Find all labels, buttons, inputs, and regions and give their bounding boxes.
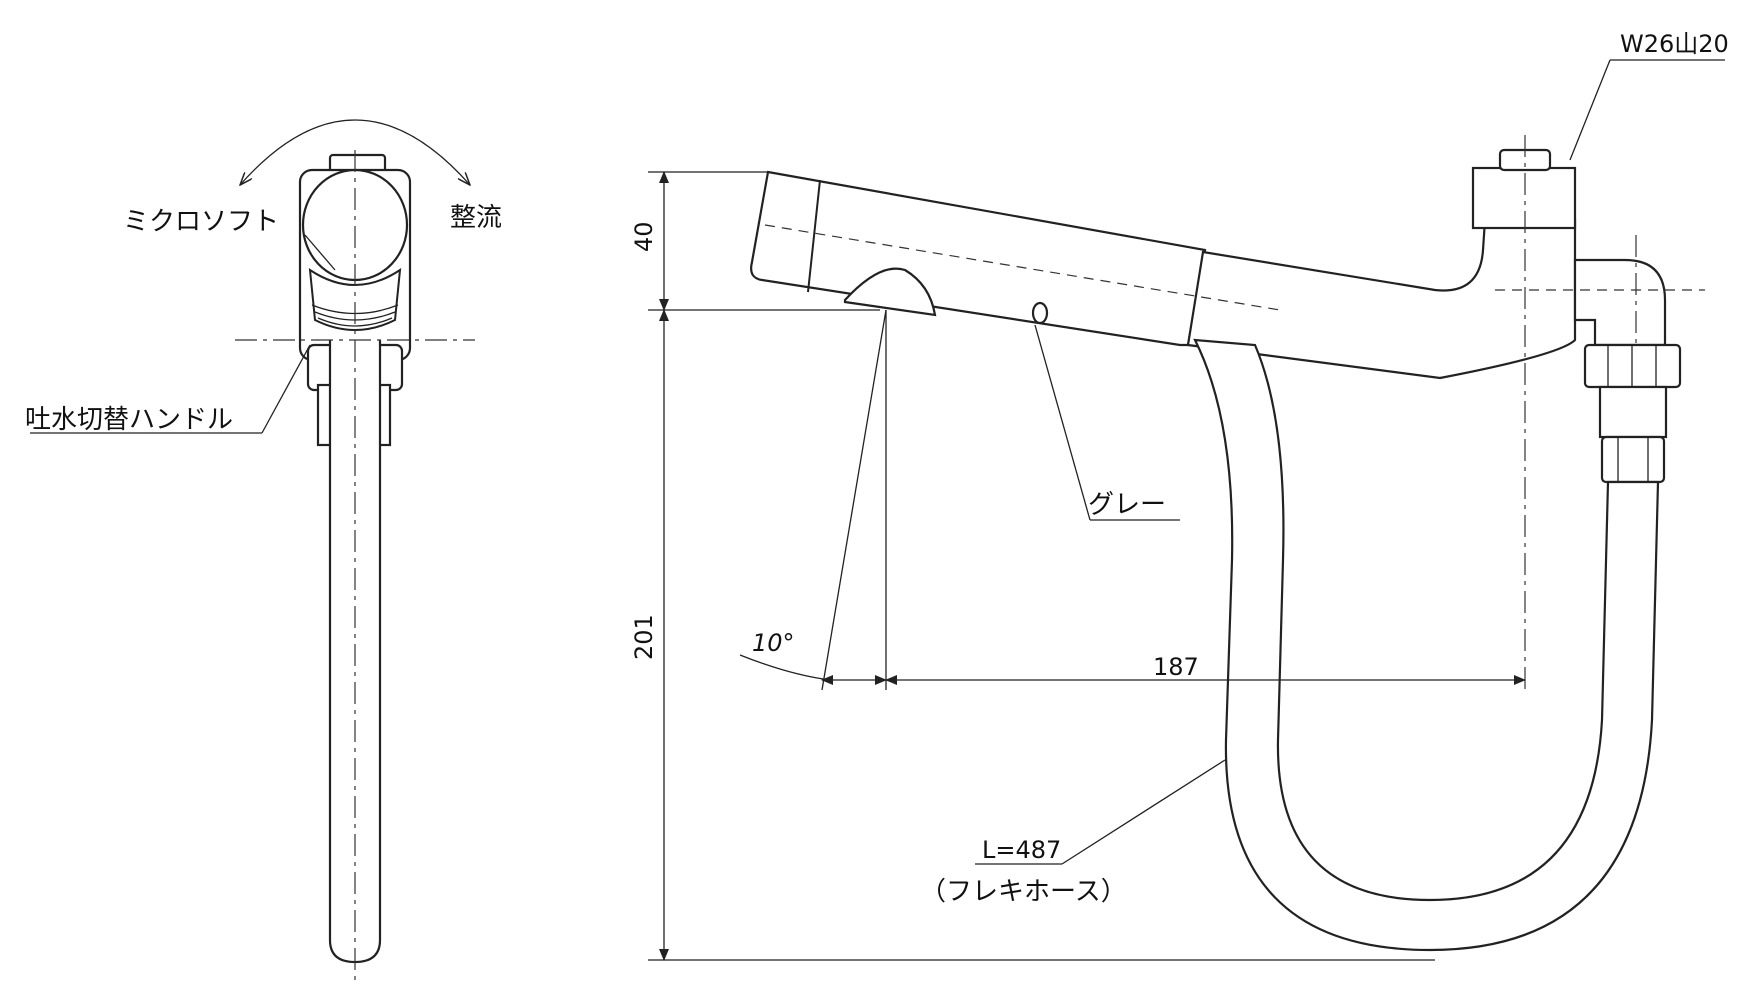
label-handle: 吐水切替ハンドル [25,405,233,435]
dimension-lines [648,59,1725,961]
spout-arm [1186,218,1577,380]
front-nozzle-cup [308,267,402,331]
label-seiryu: 整流 [450,203,502,233]
top-cap [1471,166,1577,230]
gray-button [1031,301,1049,325]
label-micro-soft: ミクロソフト [123,207,279,237]
hex-nut-lower [1600,435,1666,484]
label-thread: W26山20 [1620,30,1729,58]
dim-reach: 187 [1153,653,1199,681]
label-gray: グレー [1088,490,1166,520]
dim-angle: 10° [752,629,795,657]
flex-hose [1193,338,1660,952]
rotation-arc [240,119,470,185]
label-hose-length: L=487 [982,836,1061,864]
dim-height-top: 40 [630,221,658,252]
label-hose-type: （フレキホース） [920,877,1127,907]
nozzle-lip [843,267,937,317]
side-view [750,135,1705,952]
front-view [30,119,475,985]
side-elbow [1573,258,1667,347]
dim-height-main: 201 [630,614,658,660]
spout-head [750,170,1207,347]
front-head-round [301,168,409,282]
